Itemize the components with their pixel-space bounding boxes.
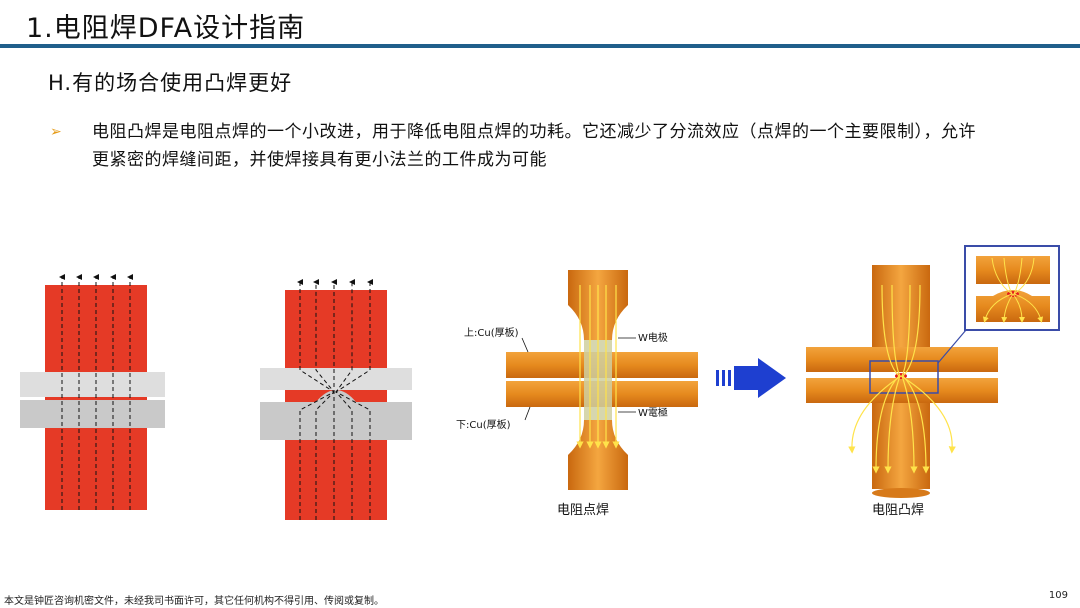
- lower-electrode: [568, 420, 628, 490]
- title-divider: [0, 44, 1080, 48]
- bullet-text: 电阻凸焊是电阻点焊的一个小改进，用于降低电阻点焊的功耗。它还减少了分流效应（点焊…: [92, 122, 976, 170]
- upper-plate: [20, 372, 165, 397]
- electrode-upper-label: W电极: [638, 331, 668, 344]
- spot-weld-caption: 电阻点焊: [557, 502, 609, 518]
- electrode-lower-label: W電極: [638, 406, 668, 419]
- projection-plate: [260, 390, 412, 440]
- upper-plate-label: 上:Cu(厚板): [464, 326, 519, 339]
- lower-plate: [20, 400, 165, 428]
- page-title: 1.电阻焊DFA设计指南: [26, 13, 306, 44]
- section-subtitle: H.有的场合使用凸焊更好: [48, 71, 293, 95]
- projection-weld-caption: 电阻凸焊: [872, 502, 924, 518]
- lower-electrode: [872, 403, 930, 489]
- upper-electrode: [872, 265, 930, 350]
- upper-plate: [260, 368, 412, 390]
- detail-inset: [964, 245, 1060, 331]
- figure-flat-plates: [20, 274, 165, 510]
- page-number: 109: [1048, 590, 1068, 601]
- lower-plate-label: 下:Cu(厚板): [456, 418, 511, 431]
- upper-plate: [806, 347, 998, 372]
- confidentiality-note: 本文是钟匠咨询机密文件，未经我司书面许可，其它任何机构不得引用、传阅或复制。: [4, 596, 384, 607]
- figure-spot-weld: 上:Cu(厚板) 下:Cu(厚板) W电极 W電極 电阻点焊: [456, 270, 698, 518]
- lower-plate: [806, 378, 998, 403]
- bullet-arrow-icon: ➢: [50, 124, 62, 140]
- figure-projection-weld: 电阻凸焊: [806, 245, 1060, 518]
- transition-arrow-icon: [716, 358, 786, 398]
- figure-projection-plates: [260, 279, 412, 520]
- detail-box: [869, 360, 939, 394]
